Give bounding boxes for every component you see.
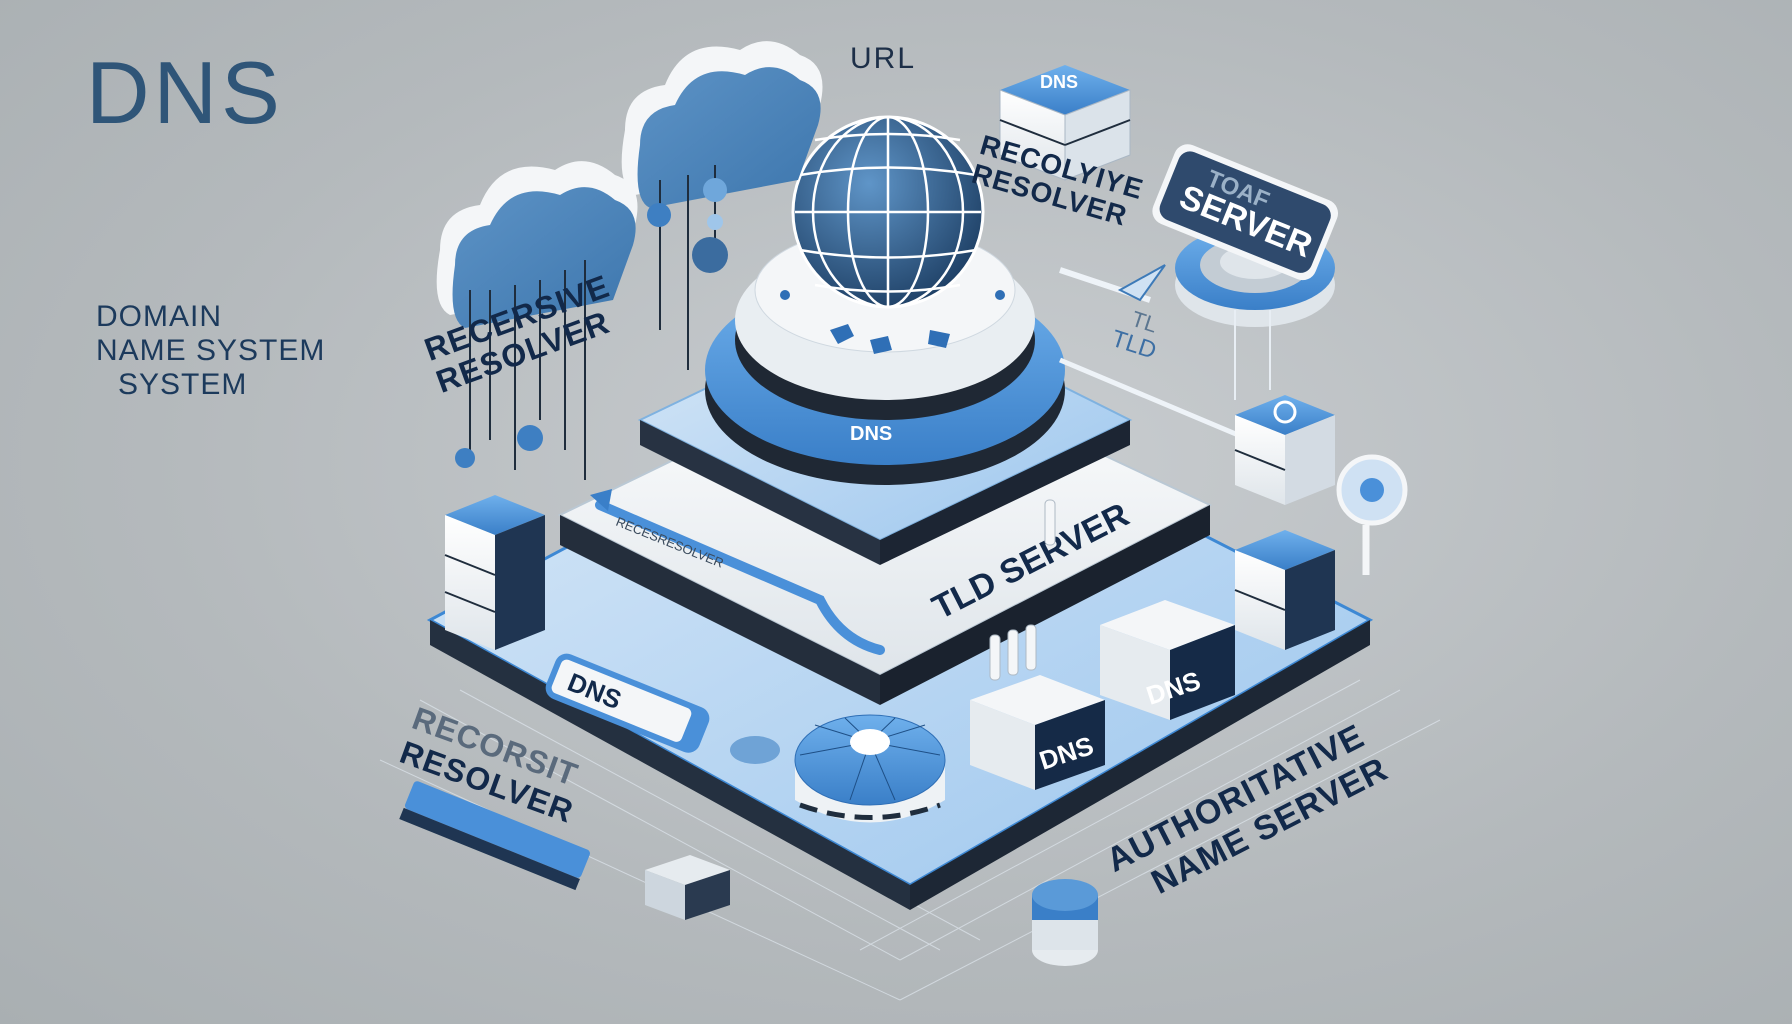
- server-icon-left: [444, 495, 545, 650]
- subtitle-line-1: DOMAIN: [96, 300, 222, 333]
- server-icon-right-upper: [1234, 395, 1335, 505]
- url-label: URL: [850, 42, 917, 75]
- dns-tag-left: DNS: [545, 653, 710, 753]
- magnifier-icon: [1336, 454, 1408, 575]
- small-box-bottom: [645, 855, 730, 920]
- dns-box-1: DNS: [970, 675, 1105, 790]
- server-icon-right-lower: [1234, 530, 1335, 650]
- cloud-icon-right: [621, 41, 823, 370]
- small-cylinder-bottom: [1032, 879, 1098, 966]
- top-server-badge: DNS: [1040, 72, 1078, 92]
- tag-handle: [730, 736, 780, 764]
- tld-sign: TOAF SERVER: [1152, 144, 1339, 400]
- subtitle: DOMAIN NAME SYSTEM SYSTEM: [96, 300, 325, 402]
- arrow-icon: [1059, 264, 1251, 443]
- subtitle-line-2: NAME SYSTEM: [96, 334, 326, 367]
- center-disc-label: DNS: [850, 423, 892, 445]
- server-icon-top: DNS: [999, 65, 1131, 181]
- dns-box-2: DNS: [1100, 600, 1235, 720]
- disc-markers: [780, 290, 1005, 354]
- page-title: DNS: [86, 43, 284, 142]
- subtitle-line-3: SYSTEM: [118, 368, 248, 401]
- router-icon: [794, 714, 946, 823]
- connector-ribbons: [989, 499, 1056, 681]
- blue-slab-bottom-left: [399, 781, 590, 891]
- cloud-icon-left: [436, 161, 638, 480]
- globe-icon: [791, 115, 985, 309]
